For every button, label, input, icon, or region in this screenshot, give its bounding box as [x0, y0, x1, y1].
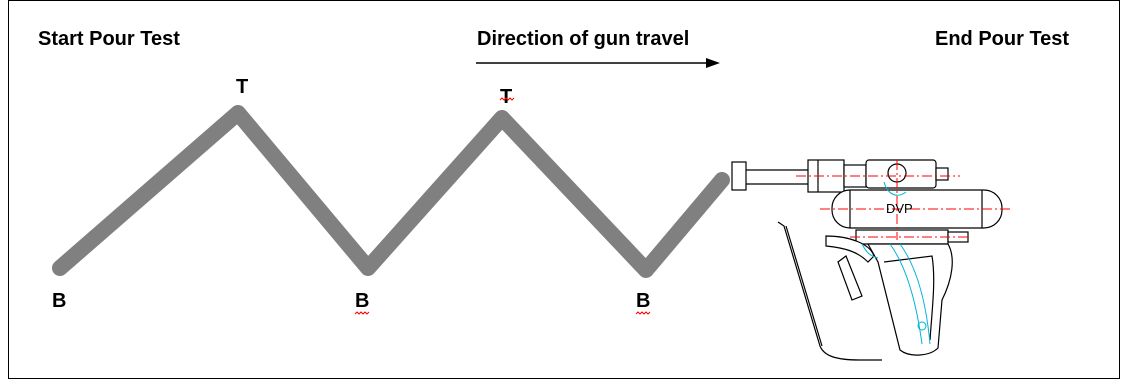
bottom-label: B: [355, 290, 370, 312]
spray-gun-icon: [731, 159, 1012, 361]
gun-brand-label: DVP: [886, 201, 913, 216]
diagram-frame: [8, 0, 1120, 379]
spray-path: [52, 105, 730, 278]
squiggle: [354, 311, 370, 315]
top-label: T: [500, 86, 513, 108]
bottom-label: B: [52, 290, 67, 312]
direction-label: Direction of gun travel: [477, 28, 690, 50]
top-label: T: [236, 76, 249, 98]
end-pour-test-label: End Pour Test: [935, 28, 1070, 50]
squiggle: [499, 97, 515, 101]
direction-arrow: [476, 58, 720, 68]
start-pour-test-label: Start Pour Test: [38, 28, 180, 50]
spellcheck-squiggles: [354, 97, 651, 315]
bottom-label: B: [636, 290, 651, 312]
squiggle: [635, 311, 651, 315]
